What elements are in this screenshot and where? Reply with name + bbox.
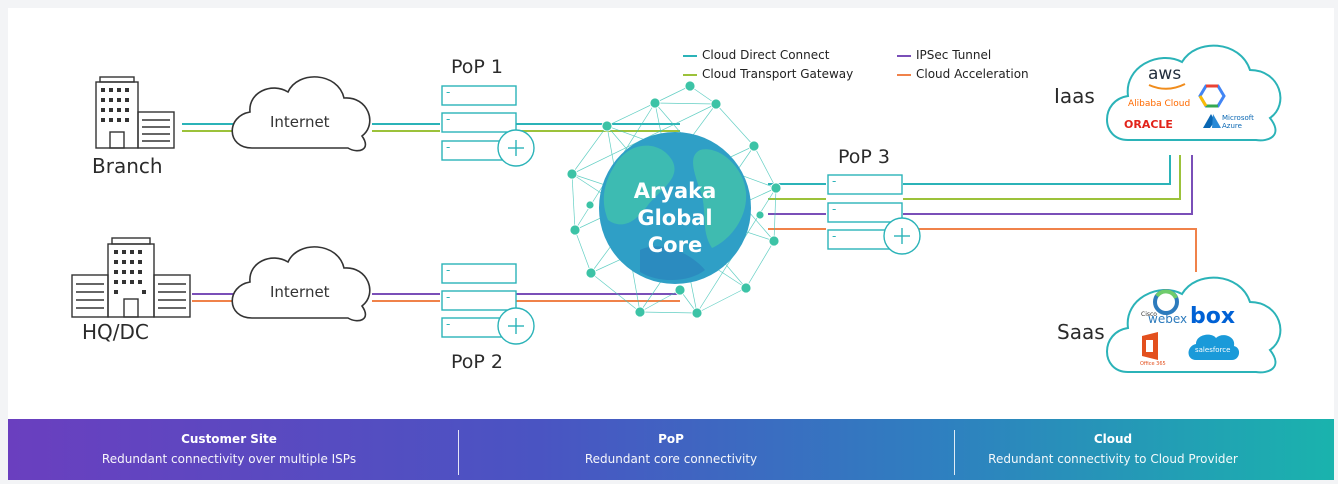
azure-icon	[1203, 114, 1221, 128]
internet-label-1: Internet	[270, 113, 330, 131]
footer-divider	[954, 430, 955, 475]
footer-column-customer-site: Customer Site Redundant connectivity ove…	[8, 419, 450, 480]
office-365-label: Office 365	[1140, 361, 1166, 367]
pop3-slot-1: -	[832, 174, 837, 188]
legend-item-cloud-transport-gateway: Cloud Transport Gateway	[683, 67, 853, 81]
pop2-slot-1: -	[446, 263, 451, 277]
footer-column-cloud: Cloud Redundant connectivity to Cloud Pr…	[892, 419, 1334, 480]
pop1-slot-3: -	[446, 140, 451, 154]
core-label-line-1: Aryaka	[633, 179, 717, 203]
pop2-slot-2: -	[446, 290, 451, 304]
pop2-slot-3: -	[446, 317, 451, 331]
webex-icon	[1153, 289, 1179, 315]
hq-label: HQ/DC	[82, 320, 149, 344]
footer-band: Customer Site Redundant connectivity ove…	[8, 419, 1334, 480]
pop3-label: PoP 3	[838, 146, 890, 168]
aws-smile-icon	[1148, 83, 1186, 90]
core-label-line-2: Global	[637, 206, 713, 230]
branch-connections	[182, 123, 680, 132]
iaas-cloud-icon	[1106, 44, 1282, 142]
footer-column-pop: PoP Redundant core connectivity	[450, 419, 892, 480]
footer-title: PoP	[658, 432, 684, 446]
footer-title: Customer Site	[181, 432, 277, 446]
webex-logo: webex	[1148, 312, 1188, 326]
azure-logo-line-1: Microsoft	[1222, 114, 1254, 122]
legend-item-ipsec-tunnel: IPSec Tunnel	[897, 48, 991, 62]
azure-logo-line-2: Azure	[1222, 122, 1242, 130]
legend-swatch	[897, 54, 911, 57]
salesforce-icon	[1188, 334, 1240, 360]
pop2-appliance-icon	[441, 263, 535, 345]
office-365-icon	[1142, 332, 1158, 360]
legend-swatch	[683, 73, 697, 76]
iaas-label: Iaas	[1054, 84, 1095, 108]
network-diagram	[71, 44, 1282, 374]
saas-label: Saas	[1057, 320, 1105, 344]
pop1-label: PoP 1	[451, 56, 503, 78]
footer-description: Redundant connectivity to Cloud Provider	[988, 452, 1238, 466]
cisco-label: Cisco	[1141, 311, 1157, 318]
footer-divider	[458, 430, 459, 475]
branch-label: Branch	[92, 154, 163, 178]
pop3-appliance-icon	[827, 174, 921, 255]
box-logo: box	[1190, 304, 1236, 329]
pop2-label: PoP 2	[451, 351, 503, 373]
legend-item-cloud-direct-connect: Cloud Direct Connect	[683, 48, 829, 62]
footer-description: Redundant core connectivity	[584, 452, 758, 466]
pop3-slot-2: -	[832, 202, 837, 216]
azure-logo: Microsoft Azure	[1222, 114, 1254, 130]
core-label-line-3: Core	[647, 233, 703, 257]
oracle-logo: ORACLE	[1124, 118, 1173, 131]
hq-building-icon	[71, 237, 191, 318]
legend-swatch	[683, 54, 697, 57]
core-label: Aryaka Global Core	[598, 178, 752, 259]
pop3-slot-3: -	[832, 229, 837, 243]
pop1-slot-2: -	[446, 112, 451, 126]
internet-label-2: Internet	[270, 283, 330, 301]
legend-swatch	[897, 73, 911, 76]
footer-description: Redundant connectivity over multiple ISP…	[101, 452, 357, 466]
aws-logo: aws	[1148, 64, 1182, 84]
cloud-connections	[768, 155, 1197, 272]
pop1-appliance-icon	[441, 85, 535, 167]
legend-item-cloud-acceleration: Cloud Acceleration	[897, 67, 1029, 81]
footer-title: Cloud	[1093, 432, 1133, 446]
salesforce-logo: salesforce	[1195, 346, 1231, 354]
internet-cloud-icon-2	[231, 246, 371, 322]
pop1-slot-1: -	[446, 85, 451, 99]
google-cloud-icon	[1198, 84, 1226, 108]
alibaba-cloud-logo: Alibaba Cloud	[1128, 99, 1191, 109]
branch-building-icon	[95, 76, 175, 149]
internet-cloud-icon-1	[231, 76, 371, 152]
global-core-network-icon	[566, 80, 782, 319]
